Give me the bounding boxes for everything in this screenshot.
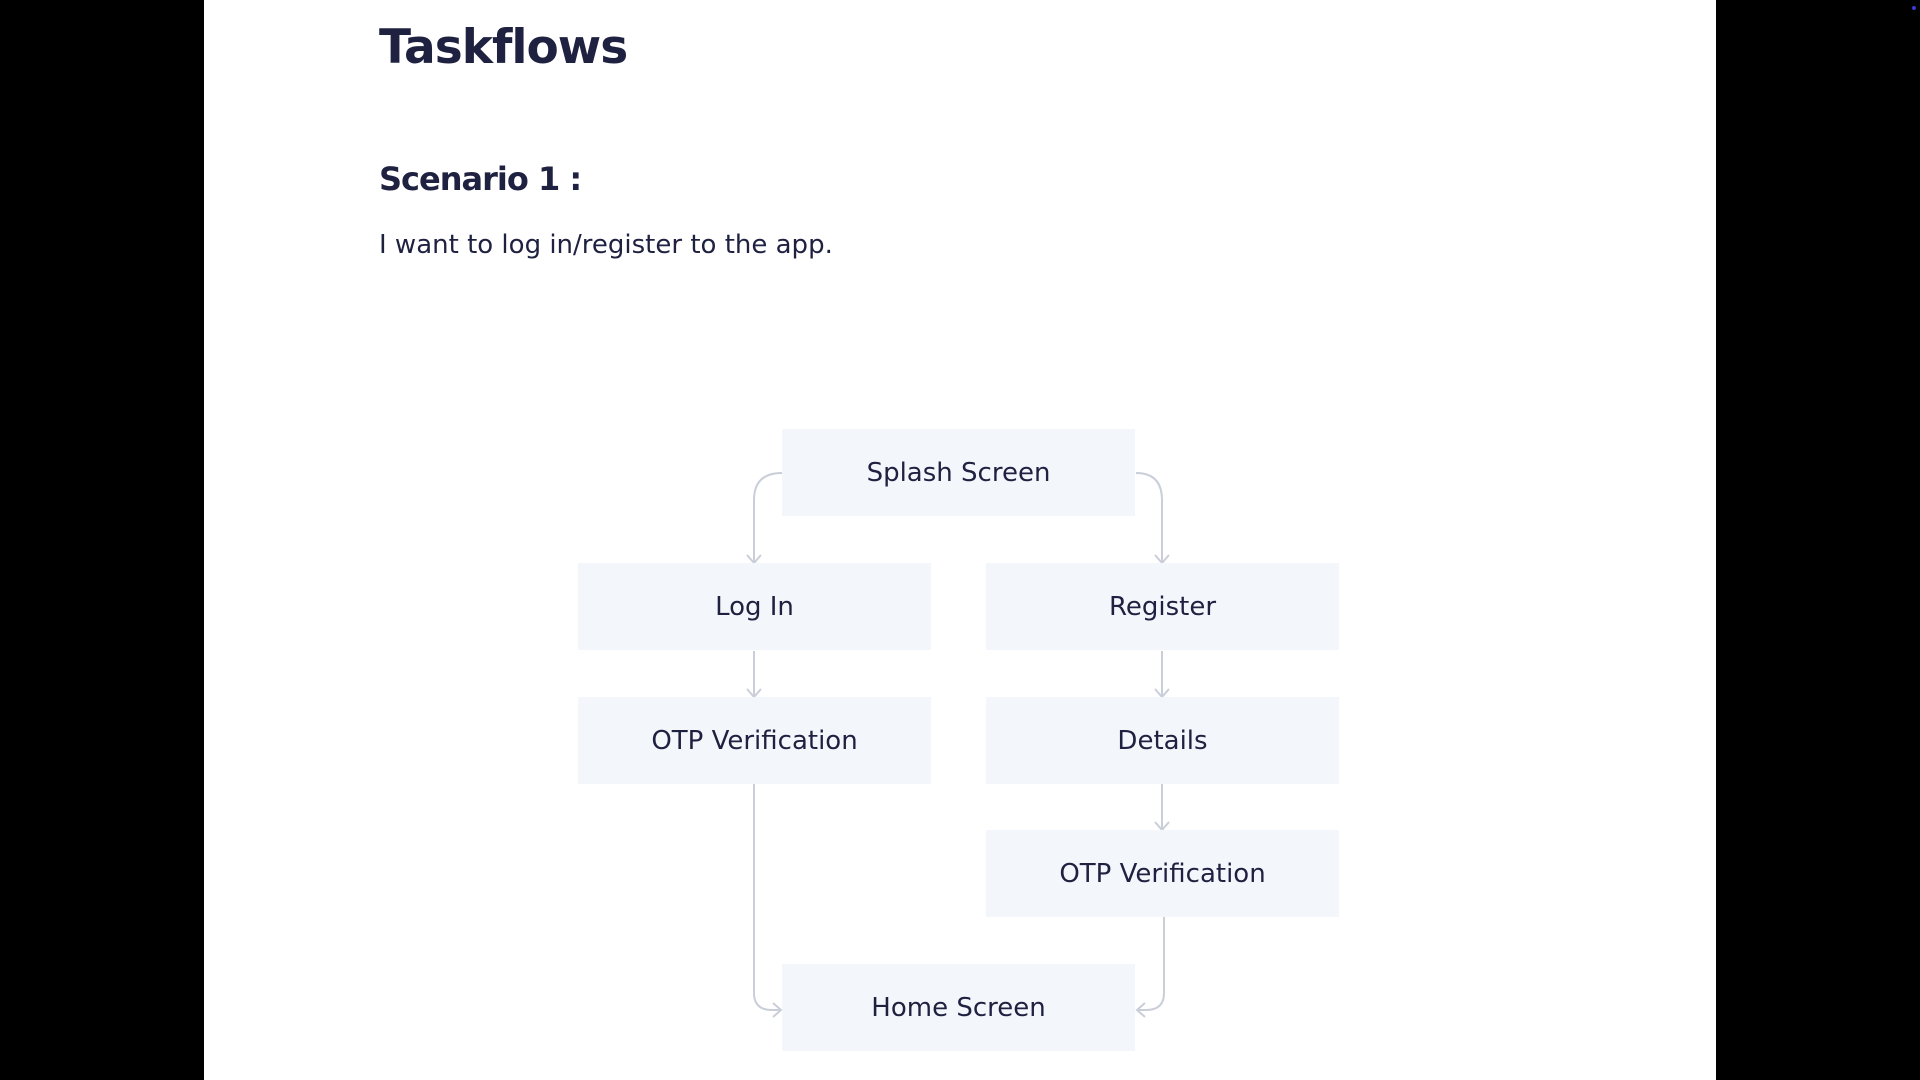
node-label: Register	[1108, 591, 1217, 622]
node-label: OTP Verification	[1059, 858, 1266, 889]
scenario-description: I want to log in/register to the app.	[379, 230, 833, 260]
node-log-in: Log In	[578, 563, 931, 650]
connector-splash-to-login	[753, 472, 783, 562]
node-details: Details	[986, 697, 1339, 784]
node-splash-screen: Splash Screen	[782, 429, 1135, 516]
diagram-connectors	[746, 472, 1170, 1018]
node-label: OTP Verification	[651, 725, 858, 756]
node-otp-verification-register: OTP Verification	[986, 830, 1339, 917]
node-home-screen: Home Screen	[782, 964, 1135, 1051]
node-label: Details	[1117, 725, 1208, 756]
indicator-dot	[1912, 6, 1916, 10]
node-otp-verification-login: OTP Verification	[578, 697, 931, 784]
connector-otp-login-to-home	[753, 784, 781, 1011]
arrowhead-home-right	[1135, 1002, 1146, 1018]
connector-splash-to-register	[1135, 472, 1163, 562]
document-page: Taskflows Scenario 1 : I want to log in/…	[204, 0, 1716, 1080]
node-label: Splash Screen	[866, 457, 1051, 488]
node-label: Home Screen	[871, 992, 1046, 1023]
page-title: Taskflows	[379, 20, 628, 75]
arrowhead-home-left	[772, 1002, 783, 1018]
node-label: Log In	[715, 591, 794, 622]
scenario-heading: Scenario 1 :	[379, 160, 582, 198]
connector-otp-register-to-home	[1137, 917, 1165, 1011]
node-register: Register	[986, 563, 1339, 650]
